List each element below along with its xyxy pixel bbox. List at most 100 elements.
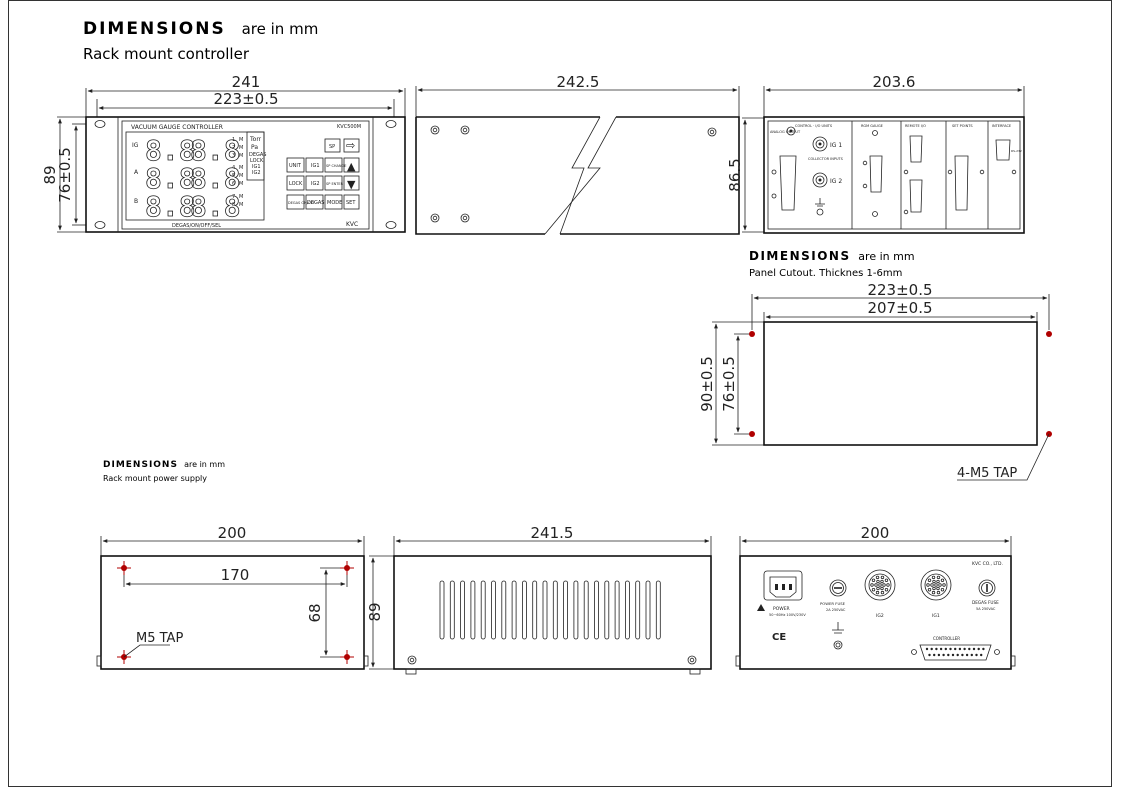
front-inner-height-dim: 76±0.5 bbox=[56, 147, 74, 203]
unit-torr: Torr bbox=[249, 136, 262, 143]
vent-slot bbox=[594, 580, 599, 640]
power-side-view: 89 241.5 bbox=[366, 524, 712, 675]
power-spec: 50~60Hz 100V/230V bbox=[769, 613, 806, 617]
vent-slot bbox=[625, 580, 630, 640]
collector-label: COLLECTOR INPUTS bbox=[808, 157, 844, 161]
db-pin bbox=[980, 653, 983, 657]
digits-a-1: 8.8 bbox=[145, 162, 196, 195]
front-title: VACUUM GAUGE CONTROLLER bbox=[131, 124, 223, 131]
power-bottom-view: 200 170 68 M5 TAP bbox=[96, 524, 369, 670]
vent-slot bbox=[480, 580, 486, 640]
btn-arrow-right[interactable] bbox=[343, 138, 360, 153]
vent-slot bbox=[542, 580, 548, 640]
btn-set[interactable] bbox=[343, 194, 360, 210]
btn-set-label: SET bbox=[346, 200, 356, 206]
ch-8: 8 bbox=[232, 202, 235, 208]
down-arrow-icon: ▼ bbox=[347, 178, 356, 191]
btn-degas-onoff[interactable] bbox=[286, 194, 305, 210]
db-pin bbox=[947, 653, 950, 657]
rear-ig2-label: IG 2 bbox=[830, 178, 842, 185]
connector-pin bbox=[884, 578, 889, 582]
db-pin bbox=[961, 653, 964, 657]
row-label-ig: IG bbox=[132, 142, 139, 149]
ch-4-m: M bbox=[239, 165, 243, 171]
db-pin bbox=[954, 647, 957, 651]
vent-slot bbox=[439, 580, 445, 640]
connector-pin bbox=[884, 588, 889, 592]
row-label-b: B bbox=[134, 198, 138, 205]
cutout-heading-main: DIMENSIONS bbox=[749, 249, 851, 263]
btn-ig1[interactable] bbox=[305, 157, 324, 173]
front-width-dim: 241 bbox=[232, 73, 261, 91]
btn-mode[interactable] bbox=[324, 194, 343, 210]
db-pin bbox=[965, 653, 969, 657]
btn-sp-change[interactable] bbox=[324, 157, 343, 173]
btn-degas[interactable] bbox=[305, 194, 324, 210]
connector-pin bbox=[886, 583, 890, 587]
btn-ig2[interactable] bbox=[305, 175, 324, 191]
power-rear-view: 200 KVC CO., LTD. POWER 50~60Hz 100V/230… bbox=[735, 524, 1016, 670]
status-degas: DEGAS bbox=[249, 152, 266, 158]
rs232-label: RS-232 bbox=[1011, 149, 1022, 153]
db-pin bbox=[951, 653, 955, 657]
db-pin bbox=[956, 653, 959, 657]
cutout-heading-suffix: are in mm bbox=[858, 250, 915, 263]
cutout-tap-label: 4-M5 TAP bbox=[957, 466, 1017, 481]
power-tap-tl bbox=[121, 565, 127, 571]
vent-slots bbox=[439, 580, 661, 640]
btn-unit[interactable] bbox=[286, 157, 305, 173]
btn-sp[interactable] bbox=[324, 138, 341, 153]
ig1-connector-pins bbox=[926, 575, 946, 595]
db-pin bbox=[933, 653, 936, 657]
btn-lock[interactable] bbox=[286, 175, 305, 191]
connector-pin bbox=[936, 590, 941, 595]
drawing-frame bbox=[8, 0, 1112, 787]
vent-slot bbox=[532, 580, 538, 640]
front-brand: KVC bbox=[346, 221, 358, 228]
btn-degas-onoff-label: DEGAS ON/OFF bbox=[288, 201, 315, 205]
connector-pin bbox=[882, 583, 886, 587]
power-heading-main: DIMENSIONS bbox=[103, 460, 178, 470]
rear-width-dim: 203.6 bbox=[873, 73, 916, 91]
db-pin bbox=[935, 647, 938, 651]
vent-slot bbox=[604, 580, 610, 640]
connector-pin bbox=[940, 588, 945, 592]
power-tap-tr bbox=[344, 565, 350, 571]
connector-pin bbox=[934, 583, 938, 587]
connector-pin bbox=[876, 586, 880, 591]
db-pin bbox=[977, 647, 980, 651]
vent-slot bbox=[491, 580, 496, 640]
ch-7-m: M bbox=[239, 194, 243, 200]
status-lock: LOCK bbox=[250, 158, 264, 164]
mod-interface: INTERFACE bbox=[992, 124, 1011, 128]
mod-setpoints: SET POINTS bbox=[952, 124, 973, 128]
front-buttons: SP ⇨ UNIT IG1 SP CHANGE ▲ LOCK IG2 SP EN… bbox=[286, 138, 360, 210]
ch-5: 5 bbox=[232, 173, 235, 179]
btn-down[interactable] bbox=[343, 175, 360, 191]
connector-pin bbox=[931, 590, 936, 595]
btn-mode-label: MODE bbox=[327, 200, 342, 206]
power-heading: DIMENSIONS are in mm bbox=[103, 460, 225, 470]
cutout-inner-height-dim: 76±0.5 bbox=[720, 356, 738, 412]
btn-up[interactable] bbox=[343, 157, 360, 173]
controller-heading-main: DIMENSIONS bbox=[83, 19, 226, 39]
vent-slot bbox=[635, 580, 641, 640]
ch-2-m: M bbox=[239, 145, 243, 151]
db-pin bbox=[928, 653, 931, 657]
db-pin bbox=[937, 653, 941, 657]
rear-ig1-label: IG 1 bbox=[830, 142, 842, 149]
btn-sp-enter[interactable] bbox=[324, 175, 343, 191]
power-subtitle: Rack mount power supply bbox=[103, 474, 207, 483]
power-tap-label: M5 TAP bbox=[136, 631, 183, 646]
ig2-connector-pins bbox=[870, 575, 890, 595]
db-pin bbox=[975, 653, 978, 657]
power-label: POWER bbox=[773, 606, 790, 612]
ch-7: 7 bbox=[232, 194, 235, 200]
ch-2: 2 bbox=[232, 145, 235, 151]
db-pin bbox=[972, 647, 976, 651]
db-pin bbox=[944, 647, 947, 651]
controller-heading-suffix: are in mm bbox=[241, 20, 319, 38]
front-inner-width-dim: 223±0.5 bbox=[213, 90, 278, 108]
connector-pin bbox=[874, 583, 878, 587]
